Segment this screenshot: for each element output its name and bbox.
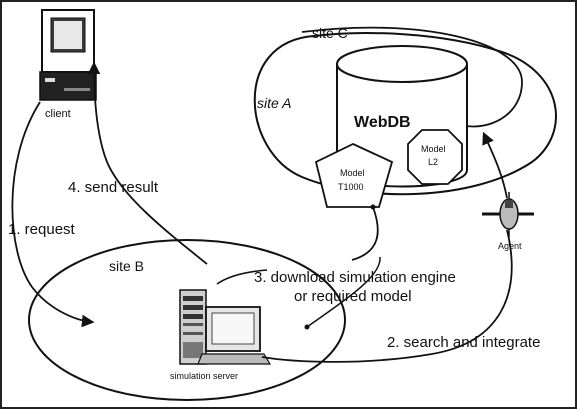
client-label: client (45, 108, 71, 120)
site-c-label: site C (312, 25, 348, 41)
step3-label-line1: 3. download simulation engine (254, 269, 456, 286)
step3-label-line2: or required model (294, 288, 412, 305)
satellite-agent-icon (482, 192, 534, 237)
model-l2-label-line2: L2 (428, 157, 438, 167)
site-a-label: site A (257, 95, 292, 111)
server-tower-icon (180, 290, 270, 364)
model-t1000-label-line2: T1000 (338, 182, 364, 192)
model-t1000-label-line1: Model (340, 168, 365, 178)
desktop-computer-icon (40, 10, 96, 100)
step1-label: 1. request (8, 221, 76, 238)
send-result-arrow (94, 64, 207, 264)
webdb-label: WebDB (354, 114, 411, 131)
request-arrow (12, 102, 92, 322)
simulation-server-label: simulation server (170, 371, 238, 381)
agent-to-site-c-line (484, 134, 507, 198)
site-b-label: site B (109, 258, 144, 274)
step2-label: 2. search and integrate (387, 334, 540, 351)
download-arrow (352, 207, 378, 260)
step4-label: 4. send result (68, 179, 159, 196)
model-l2-label-line1: Model (421, 144, 446, 154)
